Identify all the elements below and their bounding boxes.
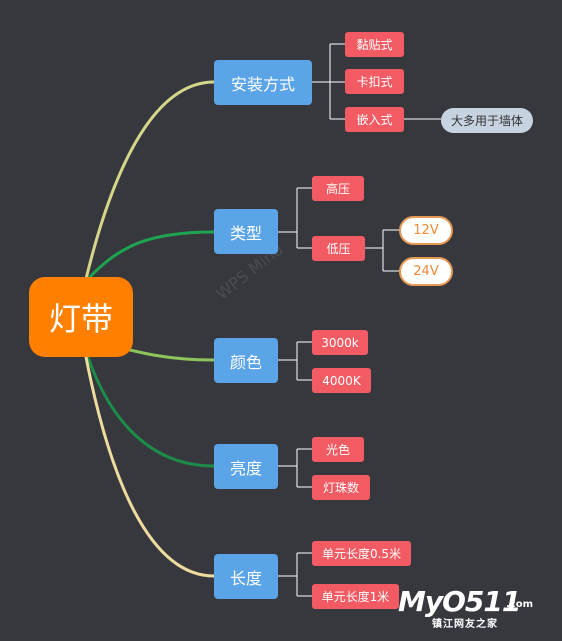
logo-suffix: .com (506, 599, 534, 610)
link-low-voltage (365, 229, 399, 272)
leaf-unit-length-half[interactable]: 单元长度0.5米 (312, 541, 411, 566)
category-color[interactable]: 颜色 (214, 338, 278, 383)
leaf-24v[interactable]: 24V (399, 257, 453, 286)
root-node[interactable]: 灯带 (29, 277, 133, 357)
leaf-bead-count[interactable]: 灯珠数 (312, 475, 370, 500)
link-brightness-leaves (277, 448, 312, 488)
logo-main-text: MyO511 (398, 585, 521, 618)
leaf-3000k[interactable]: 3000k (312, 330, 368, 355)
leaf-adhesive[interactable]: 黏贴式 (345, 32, 404, 57)
link-root-install (84, 80, 215, 280)
leaf-low-voltage[interactable]: 低压 (312, 236, 365, 261)
leaf-4000k[interactable]: 4000K (312, 368, 371, 393)
link-install-leaves (312, 43, 345, 120)
site-logo: MyO511 .com 镇江网友之家 (398, 585, 548, 635)
category-install[interactable]: 安装方式 (214, 60, 312, 105)
link-root-type (86, 230, 215, 281)
leaf-light-color[interactable]: 光色 (312, 437, 364, 462)
link-length-leaves (277, 552, 312, 597)
link-color-leaves (277, 341, 312, 381)
link-root-length (84, 356, 215, 578)
link-root-brightness (86, 356, 215, 468)
leaf-12v[interactable]: 12V (399, 216, 453, 245)
note-wall-use[interactable]: 大多用于墙体 (441, 108, 534, 133)
leaf-unit-length-one[interactable]: 单元长度1米 (312, 584, 399, 609)
category-type[interactable]: 类型 (214, 209, 278, 254)
link-type-leaves (277, 187, 312, 249)
category-brightness[interactable]: 亮度 (214, 444, 278, 489)
leaf-snap[interactable]: 卡扣式 (345, 69, 404, 94)
logo-subtitle: 镇江网友之家 (432, 619, 498, 630)
leaf-high-voltage[interactable]: 高压 (312, 176, 364, 201)
leaf-embedded[interactable]: 嵌入式 (345, 107, 404, 132)
category-length[interactable]: 长度 (214, 554, 278, 599)
